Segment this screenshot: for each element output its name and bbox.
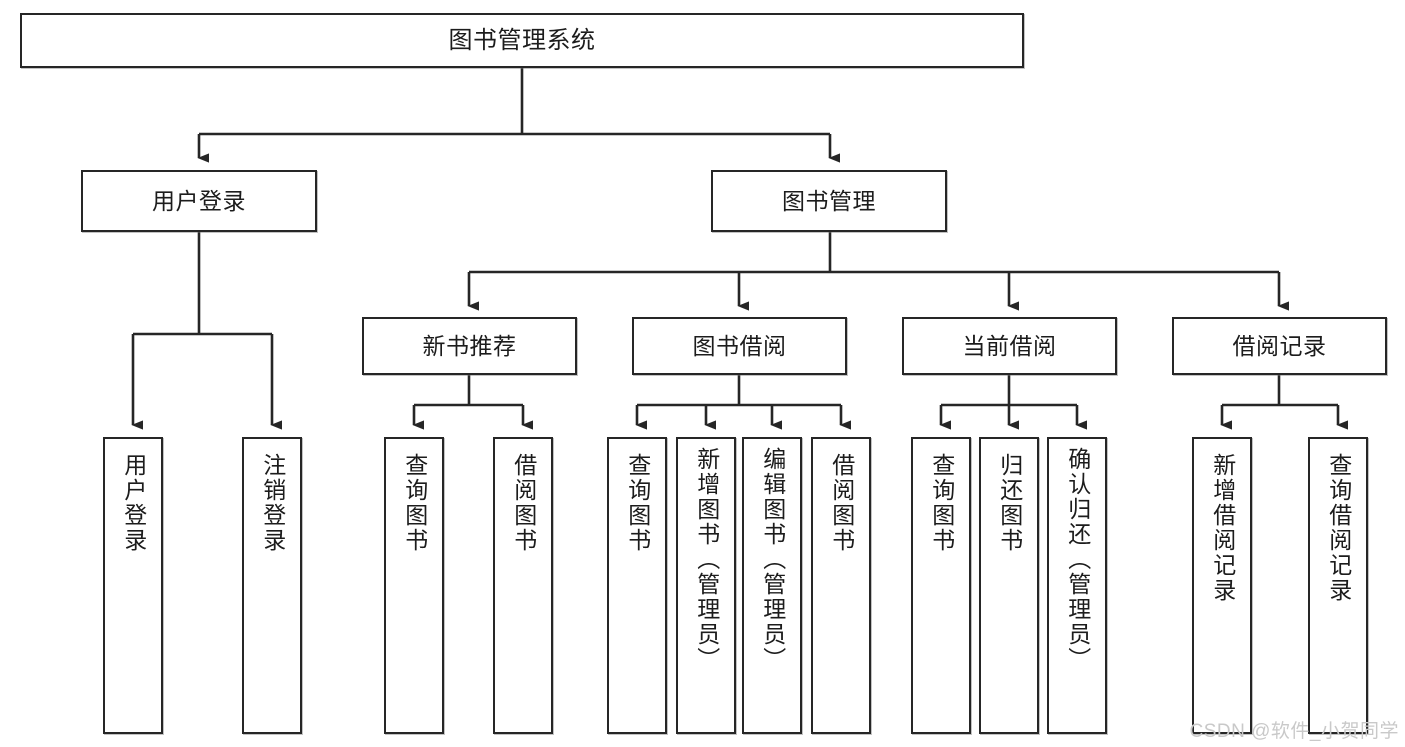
csdn-watermark: CSDN @软件_小贺同学 [1189,721,1399,742]
node-label: 图书管理 [782,187,876,214]
node-leaf-user-login-signout[interactable]: 注销登录 [242,437,302,734]
node-borrow-record[interactable]: 借阅记录 [1172,317,1387,375]
node-label: 图书管理系统 [448,26,596,54]
node-label: 新增图书（管理员） [693,447,720,672]
node-label: 借阅图书 [828,453,855,553]
node-leaf-new-book-borrow[interactable]: 借阅图书 [493,437,553,734]
node-leaf-borrow-record-add[interactable]: 新增借阅记录 [1192,437,1252,734]
node-book-management[interactable]: 图书管理 [711,170,947,232]
node-label: 确认归还（管理员） [1064,447,1091,672]
node-label: 查询图书 [624,453,651,553]
node-new-book-recommend[interactable]: 新书推荐 [362,317,577,375]
node-label: 归还图书 [996,453,1023,553]
node-leaf-book-borrow-edit[interactable]: 编辑图书（管理员） [742,437,802,734]
node-leaf-borrow-record-query[interactable]: 查询借阅记录 [1308,437,1368,734]
node-label: 用户登录 [120,453,147,553]
node-label: 注销登录 [259,453,286,553]
node-leaf-new-book-query[interactable]: 查询图书 [384,437,444,734]
node-label: 用户登录 [152,187,246,214]
node-label: 查询借阅记录 [1325,453,1352,603]
node-label: 借阅记录 [1232,332,1327,359]
node-label: 借阅图书 [510,453,537,553]
node-leaf-user-login-signin[interactable]: 用户登录 [103,437,163,734]
node-label: 图书借阅 [692,332,787,359]
node-user-login[interactable]: 用户登录 [81,170,317,232]
node-root-book-management-system[interactable]: 图书管理系统 [20,13,1024,68]
node-label: 新书推荐 [422,332,517,359]
node-book-borrow[interactable]: 图书借阅 [632,317,847,375]
node-label: 编辑图书（管理员） [759,447,786,672]
node-leaf-current-borrow-confirm[interactable]: 确认归还（管理员） [1047,437,1107,734]
node-leaf-book-borrow-add[interactable]: 新增图书（管理员） [676,437,736,734]
node-leaf-book-borrow-borrow[interactable]: 借阅图书 [811,437,871,734]
node-leaf-current-borrow-query[interactable]: 查询图书 [911,437,971,734]
node-current-borrow[interactable]: 当前借阅 [902,317,1117,375]
node-label: 当前借阅 [962,332,1057,359]
node-leaf-book-borrow-query[interactable]: 查询图书 [607,437,667,734]
node-label: 查询图书 [928,453,955,553]
node-label: 查询图书 [401,453,428,553]
node-label: 新增借阅记录 [1209,453,1236,603]
node-leaf-current-borrow-return[interactable]: 归还图书 [979,437,1039,734]
